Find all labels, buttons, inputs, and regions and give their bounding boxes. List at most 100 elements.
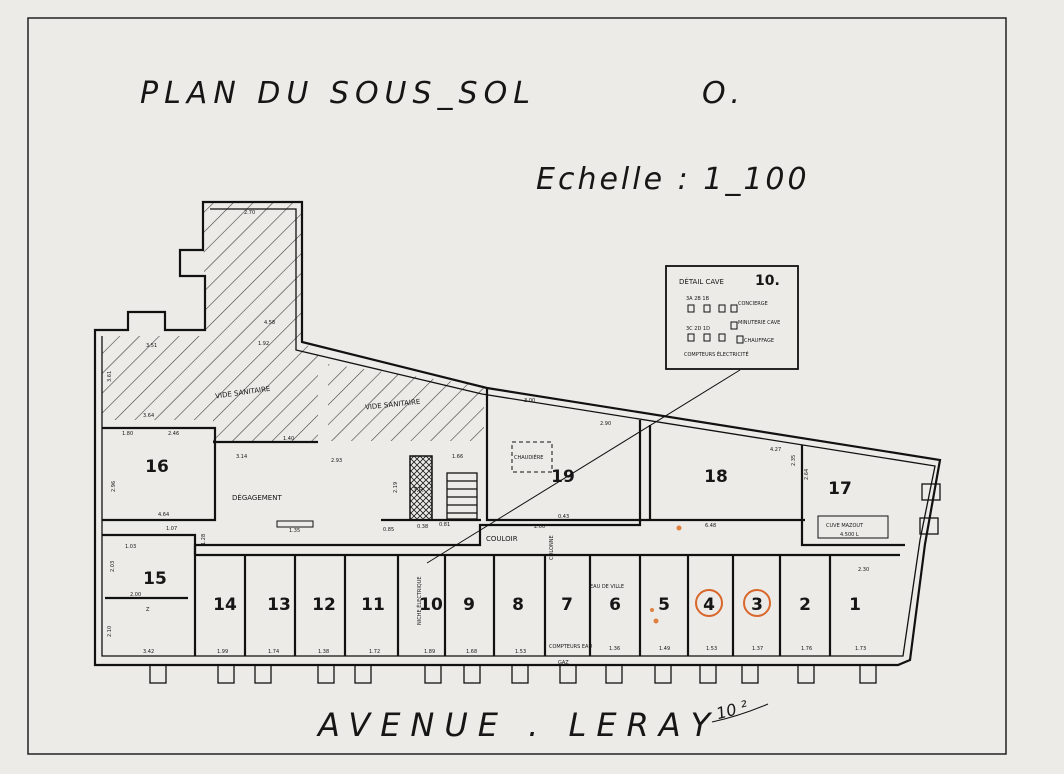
detail-leader-line bbox=[426, 369, 741, 564]
room-3: 3 bbox=[751, 595, 763, 615]
room-1: 1 bbox=[849, 595, 861, 615]
tp-label: T.P. bbox=[412, 486, 424, 494]
room-4: 4 bbox=[703, 595, 715, 615]
detail-row2-codes: 3C 2D 1D bbox=[686, 326, 710, 332]
detail-row1-label: CONCIERGE bbox=[738, 301, 768, 307]
inner-outline bbox=[101, 208, 936, 657]
dimension: 3.64 bbox=[143, 413, 154, 419]
dimension: 1.72 bbox=[369, 649, 380, 655]
dimension: 3.14 bbox=[236, 454, 247, 460]
dimension: 3.51 bbox=[146, 343, 157, 349]
dimension: 4.64 bbox=[158, 512, 169, 518]
detail-row3-label: CHAUFFAGE bbox=[744, 338, 774, 344]
annotation-underline bbox=[711, 703, 769, 723]
dimension-labels: 2.70 3.51 4.58 1.92 3.61 3.64 1.40 1.80 … bbox=[107, 210, 869, 655]
dimension: 1.73 bbox=[855, 646, 866, 652]
chaudiere-label: CHAUDIÈRE bbox=[514, 453, 543, 461]
outer-wall bbox=[93, 200, 942, 667]
plan-title: PLAN DU SOUS_SOL bbox=[140, 76, 536, 111]
meter-icons bbox=[687, 304, 744, 344]
room-17: 17 bbox=[828, 479, 852, 499]
dimension: 2.96 bbox=[111, 481, 117, 492]
cuve-capacity: 4.500 L bbox=[840, 532, 859, 538]
detail-heading: DÉTAIL CAVE bbox=[679, 277, 724, 286]
dimension: 2.64 bbox=[804, 469, 810, 480]
cuve-label: CUVE MAZOUT bbox=[826, 523, 864, 529]
cave-15-sub-label: Z bbox=[146, 607, 150, 613]
stair bbox=[446, 472, 478, 520]
dimension: 2.46 bbox=[168, 431, 179, 437]
room-10: 10 bbox=[419, 595, 443, 615]
degagement-label: DÉGAGEMENT bbox=[232, 493, 282, 502]
highlight-circle-cave-3 bbox=[743, 589, 771, 617]
room-19: 19 bbox=[551, 467, 575, 487]
dimension: 1.38 bbox=[318, 649, 329, 655]
dimension: 1.92 bbox=[258, 341, 269, 347]
dimension: 1.76 bbox=[801, 646, 812, 652]
dimension: 2.70 bbox=[244, 210, 255, 216]
detail-heading-number: 10. bbox=[755, 273, 780, 289]
dimension: 3.42 bbox=[143, 649, 154, 655]
room-6: 6 bbox=[609, 595, 621, 615]
dimension: 1.66 bbox=[452, 454, 463, 460]
dimension: 0.43 bbox=[558, 514, 569, 520]
dimension: 2.10 bbox=[107, 626, 113, 637]
facade-bays bbox=[149, 483, 941, 684]
room-5: 5 bbox=[658, 595, 670, 615]
dimension: 1.74 bbox=[268, 649, 279, 655]
tp-shaft bbox=[409, 455, 433, 521]
detail-row2-label: MINUTERIE CAVE bbox=[738, 320, 780, 326]
detail-row1-codes: 3A 2B 1B bbox=[686, 296, 710, 302]
dimension: 1.07 bbox=[166, 526, 177, 532]
room-7: 7 bbox=[561, 595, 573, 615]
dimension: 2.90 bbox=[600, 421, 611, 427]
dimension: 1.28 bbox=[201, 534, 207, 545]
fuel-tank bbox=[817, 515, 889, 539]
room-15: 15 bbox=[143, 569, 167, 589]
sheet-border bbox=[27, 17, 1007, 755]
dimension: 1.36 bbox=[609, 646, 620, 652]
marker-dot bbox=[676, 525, 682, 531]
room-2: 2 bbox=[799, 595, 811, 615]
eau-de-ville-label: EAU DE VILLE bbox=[590, 584, 624, 590]
niche-label: NICHE ÉLECTRIQUE bbox=[415, 576, 423, 625]
compteurs-label: COMPTEURS EAU bbox=[549, 644, 592, 650]
room-12: 12 bbox=[312, 595, 336, 615]
room-16: 16 bbox=[145, 457, 169, 477]
room-14: 14 bbox=[213, 595, 237, 615]
dimension: 2.93 bbox=[331, 458, 342, 464]
dimension: 1.68 bbox=[466, 649, 477, 655]
dimension: 1.03 bbox=[125, 544, 136, 550]
dimension: 2.19 bbox=[393, 482, 399, 493]
corridor-bench bbox=[276, 520, 314, 528]
level-label: O. bbox=[702, 76, 746, 111]
dimension: 6.48 bbox=[705, 523, 716, 529]
vide-sanitaire-upper-hatch bbox=[102, 202, 318, 442]
dimension: 1.49 bbox=[659, 646, 670, 652]
marker-dot bbox=[650, 608, 654, 612]
colonne-label: COLONNE bbox=[549, 535, 555, 560]
scale-label: Echelle : 1_100 bbox=[536, 162, 810, 197]
vide-sanitaire-middle-hatch bbox=[328, 364, 484, 441]
dimension: 0.38 bbox=[417, 524, 428, 530]
dimension: 1.37 bbox=[752, 646, 763, 652]
dimension: 1.53 bbox=[515, 649, 526, 655]
dimension: 1.80 bbox=[122, 431, 133, 437]
dimension: 2.30 bbox=[858, 567, 869, 573]
dimension: 3.00 bbox=[524, 398, 535, 404]
dimension: 1.35 bbox=[289, 528, 300, 534]
couloir-label: COULOIR bbox=[486, 535, 518, 543]
room-numbers: 1 2 3 4 5 6 7 8 9 10 11 12 13 14 15 16 1… bbox=[143, 457, 861, 615]
marker-dot bbox=[653, 618, 659, 624]
dimension: 2.00 bbox=[130, 592, 141, 598]
dimension: 2.00 bbox=[534, 524, 545, 530]
dimension: 0.85 bbox=[383, 527, 394, 533]
room-8: 8 bbox=[512, 595, 524, 615]
dimension: 2.03 bbox=[110, 561, 116, 572]
detail-cave-10-box: DÉTAIL CAVE 10. 3A 2B 1B CONCIERGE 3C 2D… bbox=[665, 265, 799, 370]
dimension: 3.61 bbox=[107, 371, 113, 382]
room-11: 11 bbox=[361, 595, 385, 615]
dimension: 0.81 bbox=[439, 522, 450, 528]
dimension: 2.35 bbox=[791, 455, 797, 466]
